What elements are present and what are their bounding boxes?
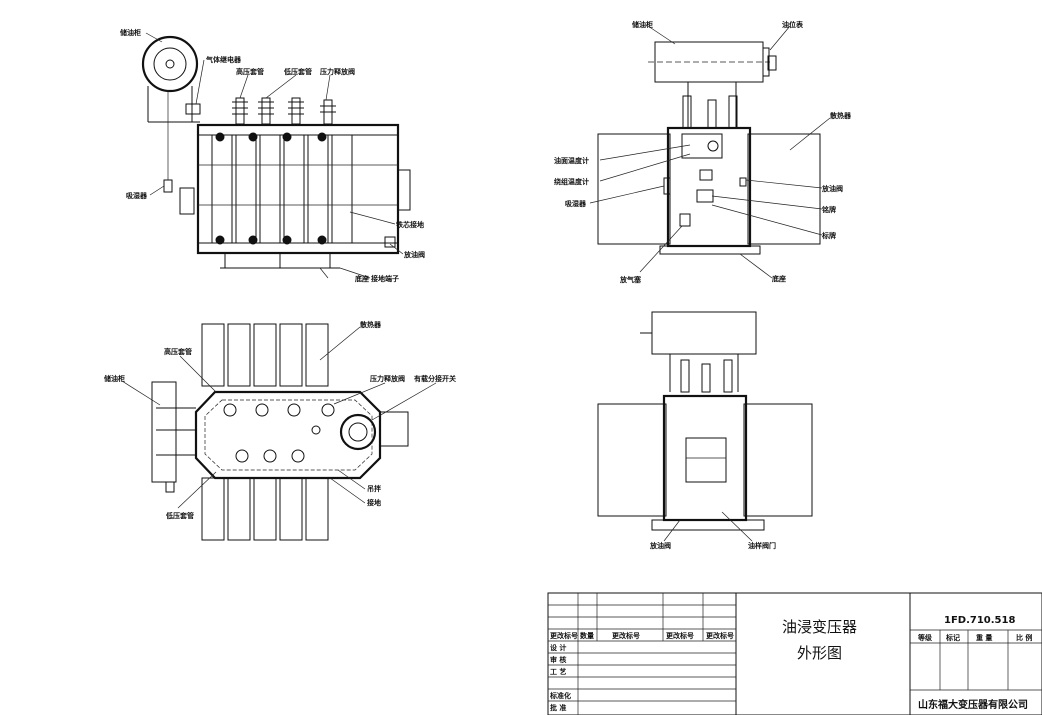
radiator-right: [747, 133, 821, 245]
title-block: 更改标号 数量 更改标号 更改标号 更改标号 设 计 审 核 工 艺 标准化 批…: [547, 592, 1042, 715]
hv-bushings: [232, 97, 336, 125]
label-hv-bushing-top: 高压套管: [164, 347, 192, 356]
rear-view: 放油阀 油样阀门: [597, 311, 813, 550]
rear-base: [651, 519, 765, 531]
conservator-rear: [651, 311, 757, 355]
label-drain-valve-rear: 放油阀: [649, 541, 671, 550]
row-review: 审 核: [550, 655, 566, 664]
label-iron-core-ground: 铁芯接地: [396, 220, 424, 229]
radiator-left: [597, 133, 671, 245]
company-name: 山东福大变压器有限公司: [918, 698, 1028, 711]
label-ground-terminal: 接地端子: [371, 274, 399, 283]
label-base-side: 底座: [772, 274, 786, 283]
label-drain-valve-side: 放油阀: [821, 184, 843, 193]
label-earth: 接地: [367, 498, 381, 507]
row-design: 设 计: [550, 643, 566, 652]
title-line-1: 油浸变压器: [782, 618, 857, 636]
rev-header-3: 更改标号: [612, 631, 640, 640]
conservator-top: [151, 381, 177, 483]
conservator-end-circle: [141, 35, 199, 93]
rev-header-2: 数量: [580, 631, 594, 640]
radiator-rear-left: [597, 403, 667, 517]
rev-header-1: 更改标号: [550, 631, 578, 640]
rev-header-5: 更改标号: [706, 631, 734, 640]
label-pressure-valve-top: 压力释放阀: [370, 374, 405, 383]
label-breather-side: 吸湿器: [565, 199, 587, 208]
header-grade: 等级: [917, 633, 933, 642]
rear-plate: [685, 437, 727, 483]
header-mark: 标记: [945, 633, 960, 642]
header-scale: 比 例: [1016, 633, 1032, 642]
label-rating-plate: 标牌: [821, 231, 836, 240]
row-process: 工 艺: [550, 667, 566, 676]
top-view: 散热器 高压套管 储油柜 压力释放阀 有载分接开关 低压套管 吊拌 接地: [103, 320, 456, 541]
label-tap-changer: 有载分接开关: [414, 374, 456, 383]
label-pressure-valve: 压力释放阀: [320, 67, 355, 76]
label-bleed-plug: 放气塞: [619, 275, 642, 284]
label-hv-bushing: 高压套管: [236, 67, 264, 76]
label-sample-valve: 油样阀门: [748, 541, 776, 550]
label-conservator: 储油柜: [119, 28, 141, 37]
label-conservator-top: 储油柜: [103, 374, 125, 383]
row-standard: 标准化: [549, 691, 571, 700]
label-conservator-side: 储油柜: [631, 20, 653, 29]
radiator-rear-right: [743, 403, 813, 517]
title-line-2: 外形图: [797, 644, 842, 662]
label-lv-bushing: 低压套管: [283, 67, 312, 76]
label-lifting-lug: 吊拌: [367, 484, 381, 493]
rev-header-4: 更改标号: [666, 631, 694, 640]
side-view: 储油柜 油位表 散热器 油面温度计 绕组温度计 吸湿器 放油阀 铭牌 标牌 放气…: [554, 20, 852, 284]
label-winding-temp-meter: 绕组温度计: [554, 177, 589, 186]
side-base: [659, 245, 761, 255]
label-oil-temp-meter: 油面温度计: [554, 156, 589, 165]
label-nameplate: 铭牌: [822, 205, 836, 214]
header-weight: 重 量: [976, 633, 992, 642]
drawing-number: 1FD.710.518: [944, 615, 1015, 626]
row-approve: 批 准: [550, 703, 566, 712]
tank-front: [196, 123, 400, 255]
label-breather: 吸湿器: [126, 191, 148, 200]
front-view: 储油柜 气体继电器 高压套管 低压套管 压力释放阀 吸湿器 铁芯接地 放油阀 底…: [119, 28, 425, 283]
label-drain-valve: 放油阀: [403, 250, 425, 259]
label-radiator-top: 散热器: [360, 320, 382, 329]
label-base: 底座: [355, 274, 369, 283]
tank-top: [194, 390, 382, 480]
breather-body: [163, 179, 173, 193]
label-lv-bushing-top: 低压套管: [165, 511, 194, 520]
label-gas-relay: 气体继电器: [205, 55, 242, 64]
label-radiator-side: 散热器: [830, 111, 852, 120]
tap-changer-circle: [339, 413, 377, 451]
label-oil-gauge: 油位表: [782, 20, 804, 29]
